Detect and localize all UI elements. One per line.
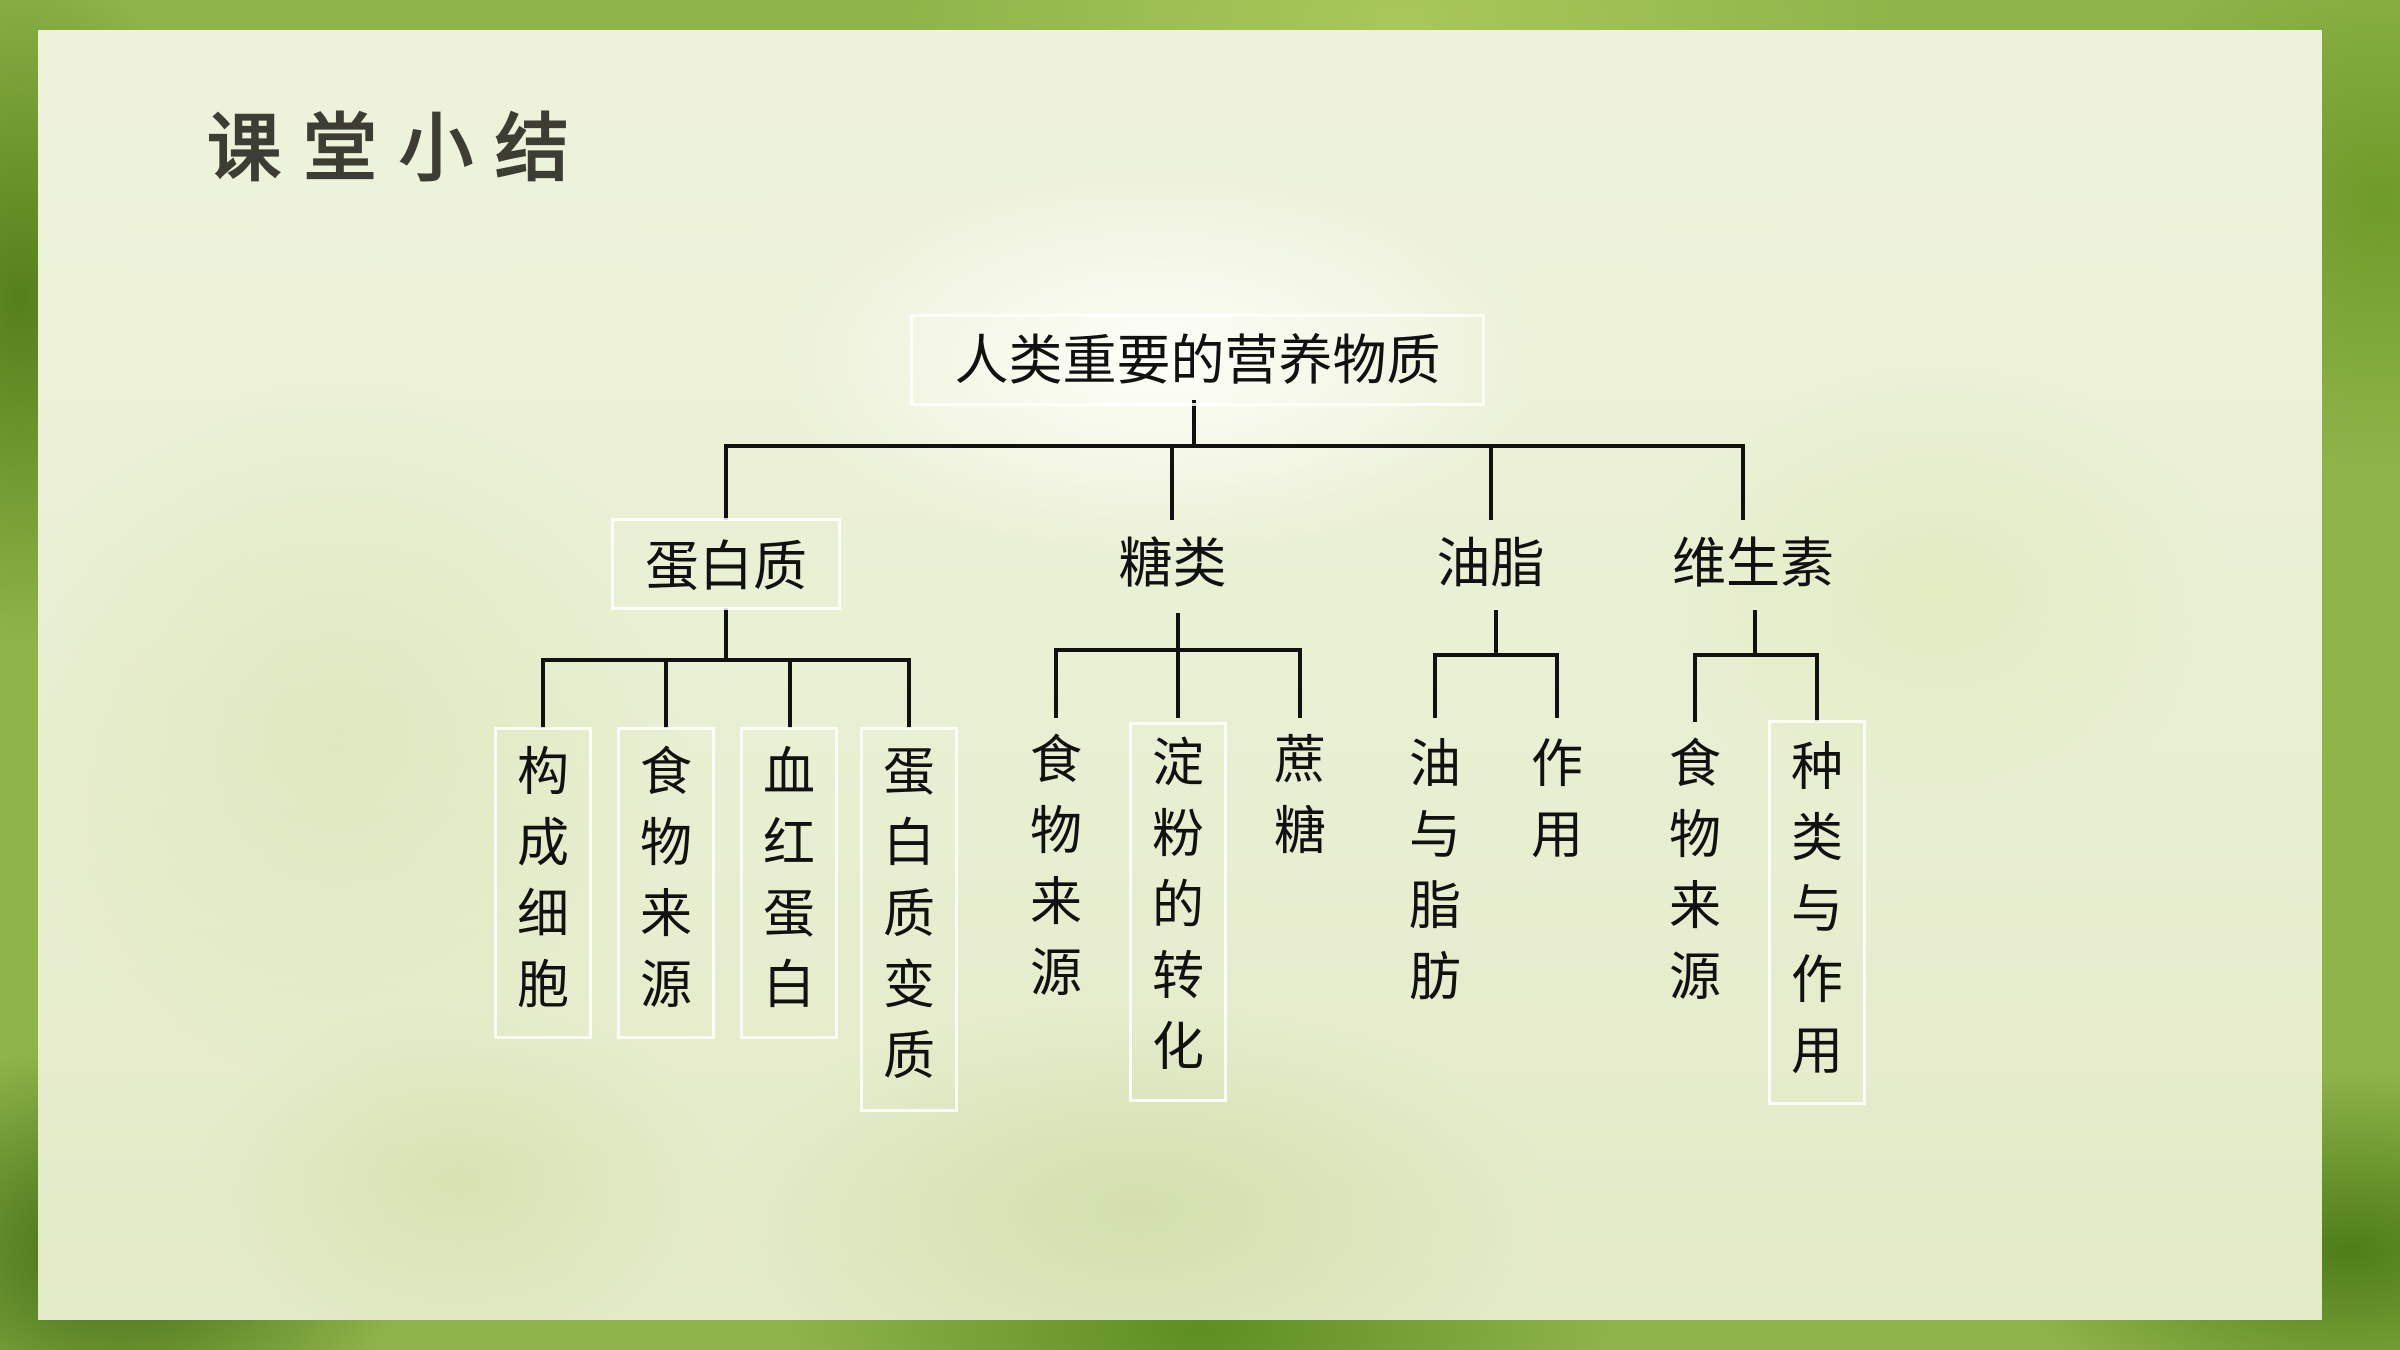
leaf-label: 种类与作用 (1771, 733, 1863, 1088)
leaf-char: 脂 (1408, 877, 1461, 937)
leaf-char: 来 (1029, 873, 1082, 933)
leaf-node: 淀粉的转化 (1129, 722, 1227, 1102)
leaf-char: 糖 (1273, 802, 1326, 862)
category-label: 糖类 (1118, 532, 1227, 595)
leaf-label: 作用 (1508, 730, 1606, 872)
leaf-char: 食 (639, 743, 692, 803)
leaf-node: 血红蛋白 (740, 727, 838, 1039)
leaf-char: 成 (516, 814, 569, 874)
category-label: 维生素 (1672, 532, 1834, 595)
leaf-label: 蛋白质变质 (863, 738, 955, 1093)
leaf-char: 质 (882, 1027, 935, 1087)
category-node-protein: 蛋白质 (611, 518, 841, 610)
leaf-node: 蔗糖 (1251, 722, 1349, 872)
leaf-label: 食物来源 (620, 738, 712, 1022)
leaf-char: 粉 (1151, 805, 1204, 865)
leaf-char: 化 (1151, 1018, 1204, 1078)
leaf-node: 食物来源 (617, 727, 715, 1039)
leaf-char: 种 (1790, 738, 1843, 798)
leaf-node: 种类与作用 (1768, 720, 1866, 1105)
leaf-char: 作 (1790, 951, 1843, 1011)
leaf-char: 类 (1790, 809, 1843, 869)
leaf-char: 来 (639, 885, 692, 945)
category-node-sugar: 糖类 (1090, 518, 1255, 610)
leaf-char: 血 (762, 743, 815, 803)
leaf-char: 蛋 (882, 743, 935, 803)
leaf-char: 构 (516, 743, 569, 803)
leaf-label: 油与脂肪 (1386, 730, 1484, 1014)
leaf-char: 白 (762, 956, 815, 1016)
leaf-node: 蛋白质变质 (860, 727, 958, 1112)
leaf-node: 构成细胞 (494, 727, 592, 1039)
leaf-char: 油 (1408, 735, 1461, 795)
leaf-node: 油与脂肪 (1386, 726, 1484, 1031)
root-node: 人类重要的营养物质 (910, 314, 1485, 406)
leaf-char: 物 (1668, 806, 1721, 866)
leaf-char: 蔗 (1273, 731, 1326, 791)
category-label: 蛋白质 (645, 535, 807, 598)
leaf-char: 变 (882, 956, 935, 1016)
leaf-char: 用 (1530, 806, 1583, 866)
leaf-label: 食物来源 (1646, 730, 1744, 1014)
leaf-char: 来 (1668, 877, 1721, 937)
category-label: 油脂 (1436, 532, 1545, 595)
leaf-char: 源 (1029, 944, 1082, 1004)
leaf-label: 血红蛋白 (743, 738, 835, 1022)
category-node-vitamin: 维生素 (1638, 518, 1868, 610)
leaf-char: 用 (1790, 1022, 1843, 1082)
leaf-label: 淀粉的转化 (1132, 729, 1224, 1084)
leaf-char: 的 (1151, 876, 1204, 936)
leaf-node: 食物来源 (1007, 722, 1105, 1027)
leaf-char: 蛋 (762, 885, 815, 945)
leaf-char: 食 (1668, 735, 1721, 795)
leaf-label: 食物来源 (1007, 726, 1105, 1010)
category-node-fat: 油脂 (1408, 518, 1573, 610)
leaf-char: 肪 (1408, 948, 1461, 1008)
leaf-char: 源 (1668, 948, 1721, 1008)
leaf-char: 质 (882, 885, 935, 945)
leaf-char: 转 (1151, 947, 1204, 1007)
leaf-char: 与 (1790, 880, 1843, 940)
leaf-char: 细 (516, 885, 569, 945)
leaf-label: 构成细胞 (497, 738, 589, 1022)
leaf-char: 淀 (1151, 734, 1204, 794)
leaf-char: 物 (639, 814, 692, 874)
root-label: 人类重要的营养物质 (954, 329, 1441, 392)
slide-title: 课堂小结 (207, 106, 591, 192)
leaf-char: 白 (882, 814, 935, 874)
leaf-char: 物 (1029, 802, 1082, 862)
leaf-char: 与 (1408, 806, 1461, 866)
leaf-label: 蔗糖 (1251, 726, 1349, 868)
leaf-char: 红 (762, 814, 815, 874)
leaf-char: 胞 (516, 956, 569, 1016)
leaf-node: 食物来源 (1646, 726, 1744, 1031)
leaf-char: 源 (639, 956, 692, 1016)
leaf-char: 作 (1530, 735, 1583, 795)
leaf-node: 作用 (1508, 726, 1606, 876)
leaf-char: 食 (1029, 731, 1082, 791)
